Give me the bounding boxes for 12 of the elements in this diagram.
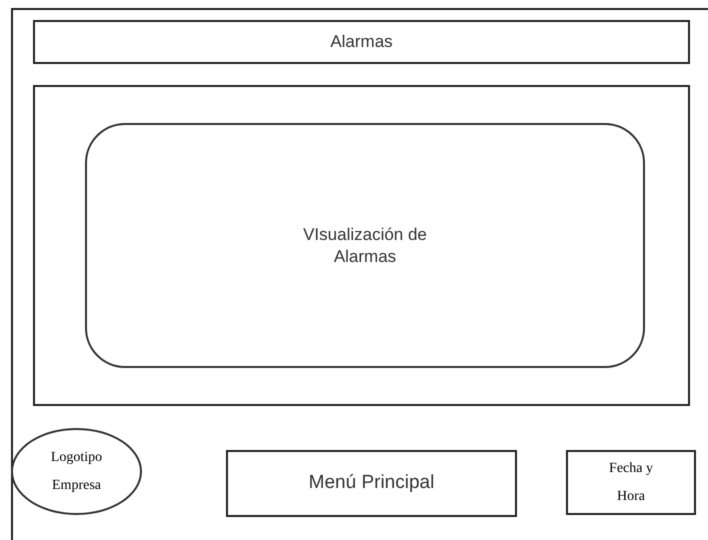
screen-frame xyxy=(11,8,708,540)
ellipse xyxy=(11,428,142,515)
menu-box xyxy=(226,450,517,517)
date-time-box xyxy=(566,450,696,515)
label-text: Alarmas xyxy=(330,31,393,54)
alarm-display-area xyxy=(85,123,645,368)
label-text: Logotipo Empresa xyxy=(50,448,104,494)
label-text: Menú Principal xyxy=(308,471,434,496)
title-bar xyxy=(33,20,690,64)
label-text: Fecha y Hora xyxy=(608,460,654,506)
content-panel xyxy=(33,85,690,406)
label-text: VIsualización de Alarmas xyxy=(302,224,428,268)
